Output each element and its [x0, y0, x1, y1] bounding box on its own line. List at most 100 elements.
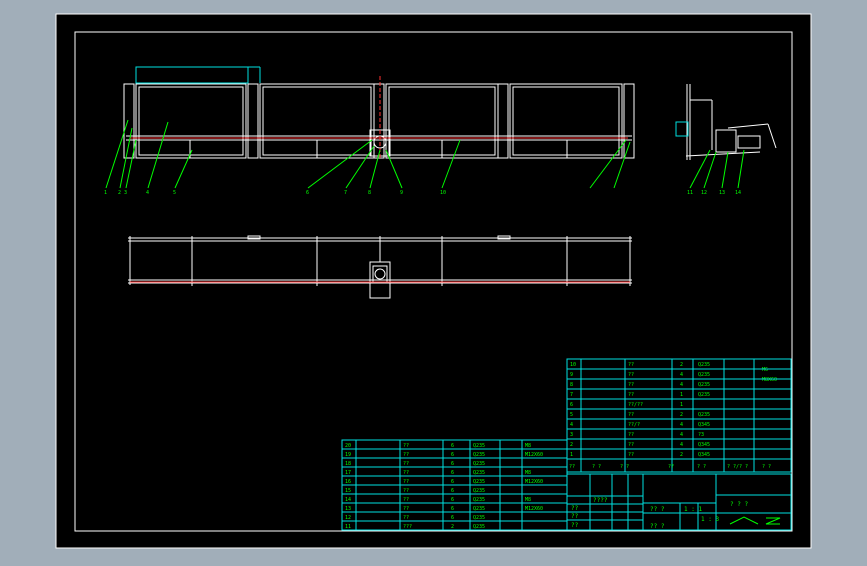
balloon-label: 5	[173, 190, 176, 196]
balloon-label: 8	[368, 190, 371, 196]
drawing-border	[74, 31, 793, 532]
part-name: ??/??	[628, 402, 643, 408]
balloon-label: 11	[687, 190, 693, 196]
part-name: ??	[403, 443, 409, 449]
part-material: Q345	[698, 422, 710, 428]
title-block-scale-1: 1 : 1	[684, 506, 702, 513]
part-name: ??	[628, 452, 634, 458]
balloon-label: 7	[344, 190, 347, 196]
part-name: ??	[403, 515, 409, 521]
part-qty: 6	[451, 461, 454, 467]
balloon-label: 6	[306, 190, 309, 196]
title-block-scale-2: 1 : 3	[701, 516, 719, 523]
part-no: 7	[570, 392, 573, 398]
title-block-checker: ??	[571, 513, 579, 520]
part-note: M8	[525, 497, 531, 503]
balloon-label: 12	[701, 190, 707, 196]
front-leaders	[105, 119, 631, 189]
part-note: M12X60	[525, 452, 543, 458]
balloon-label: 3	[124, 190, 127, 196]
part-material: Q345	[698, 442, 710, 448]
part-name: ??	[628, 412, 634, 418]
balloon-label: 1	[104, 190, 107, 196]
panel-4	[509, 83, 623, 159]
part-name: ??	[403, 452, 409, 458]
table-header-cell: ? ?	[592, 464, 601, 470]
part-no: 12	[345, 515, 351, 521]
part-material: Q235	[698, 362, 710, 368]
part-qty: 1	[680, 402, 683, 408]
part-note: M12X60	[525, 479, 543, 485]
part-material: Q235	[698, 392, 710, 398]
part-no: 10	[570, 362, 576, 368]
part-no: 19	[345, 452, 351, 458]
part-name: ??/?	[628, 422, 640, 428]
title-block-sheet-2: ?? ?	[650, 523, 665, 530]
part-qty: 6	[451, 497, 454, 503]
part-material: Q235	[473, 515, 485, 521]
part-name: ??	[403, 470, 409, 476]
title-block-sheet-1: ?? ?	[650, 506, 665, 513]
side-bracket	[715, 129, 737, 153]
title-block	[566, 473, 792, 531]
part-note: M8X60	[762, 377, 777, 383]
part-material: Q235	[473, 506, 485, 512]
part-name: ??	[628, 392, 634, 398]
part-material: Q345	[698, 452, 710, 458]
logo-mark	[729, 516, 781, 525]
part-name: ??	[403, 479, 409, 485]
part-qty: 6	[451, 506, 454, 512]
part-note: M6	[762, 367, 768, 373]
end-post-left	[123, 83, 135, 159]
balloon-label: 4	[146, 190, 149, 196]
part-qty: 6	[451, 443, 454, 449]
part-name: ??	[628, 372, 634, 378]
side-leaders	[689, 149, 745, 189]
part-material: Q235	[698, 412, 710, 418]
part-no: 5	[570, 412, 573, 418]
part-name: ??	[403, 488, 409, 494]
balloon-label: 2	[118, 190, 121, 196]
part-no: 20	[345, 443, 351, 449]
parts-table-row: 3??4?3	[570, 432, 704, 438]
part-name: ??	[403, 506, 409, 512]
parts-table-row: 6 ??/?? 1	[570, 402, 683, 408]
front-view	[123, 66, 635, 159]
parts-table-row: 12?? 6 Q235	[345, 515, 485, 521]
part-material: Q235	[473, 497, 485, 503]
title-block-date: ????	[593, 497, 608, 504]
title-block-text: ? ? ? 1 : 1 1 : 3 ?? ? ?? ? ?? ?? ?? ???…	[571, 497, 748, 530]
part-name: ??	[403, 461, 409, 467]
part-no: 8	[570, 382, 573, 388]
part-no: 15	[345, 488, 351, 494]
end-post-right	[623, 83, 635, 159]
part-qty: 6	[451, 515, 454, 521]
part-no: 4	[570, 422, 573, 428]
part-note: M8	[525, 470, 531, 476]
table-header-cell: ??	[569, 464, 575, 470]
table-header-cell: ? ?/? ?	[727, 464, 748, 470]
part-qty: 2	[680, 362, 683, 368]
part-qty: 4	[680, 372, 683, 378]
part-qty: 6	[451, 479, 454, 485]
part-no: 6	[570, 402, 573, 408]
part-material: Q235	[473, 443, 485, 449]
part-qty: 4	[680, 432, 683, 438]
part-no: 3	[570, 432, 573, 438]
part-no: 1	[570, 452, 573, 458]
part-qty: 6	[451, 452, 454, 458]
part-no: 14	[345, 497, 351, 503]
